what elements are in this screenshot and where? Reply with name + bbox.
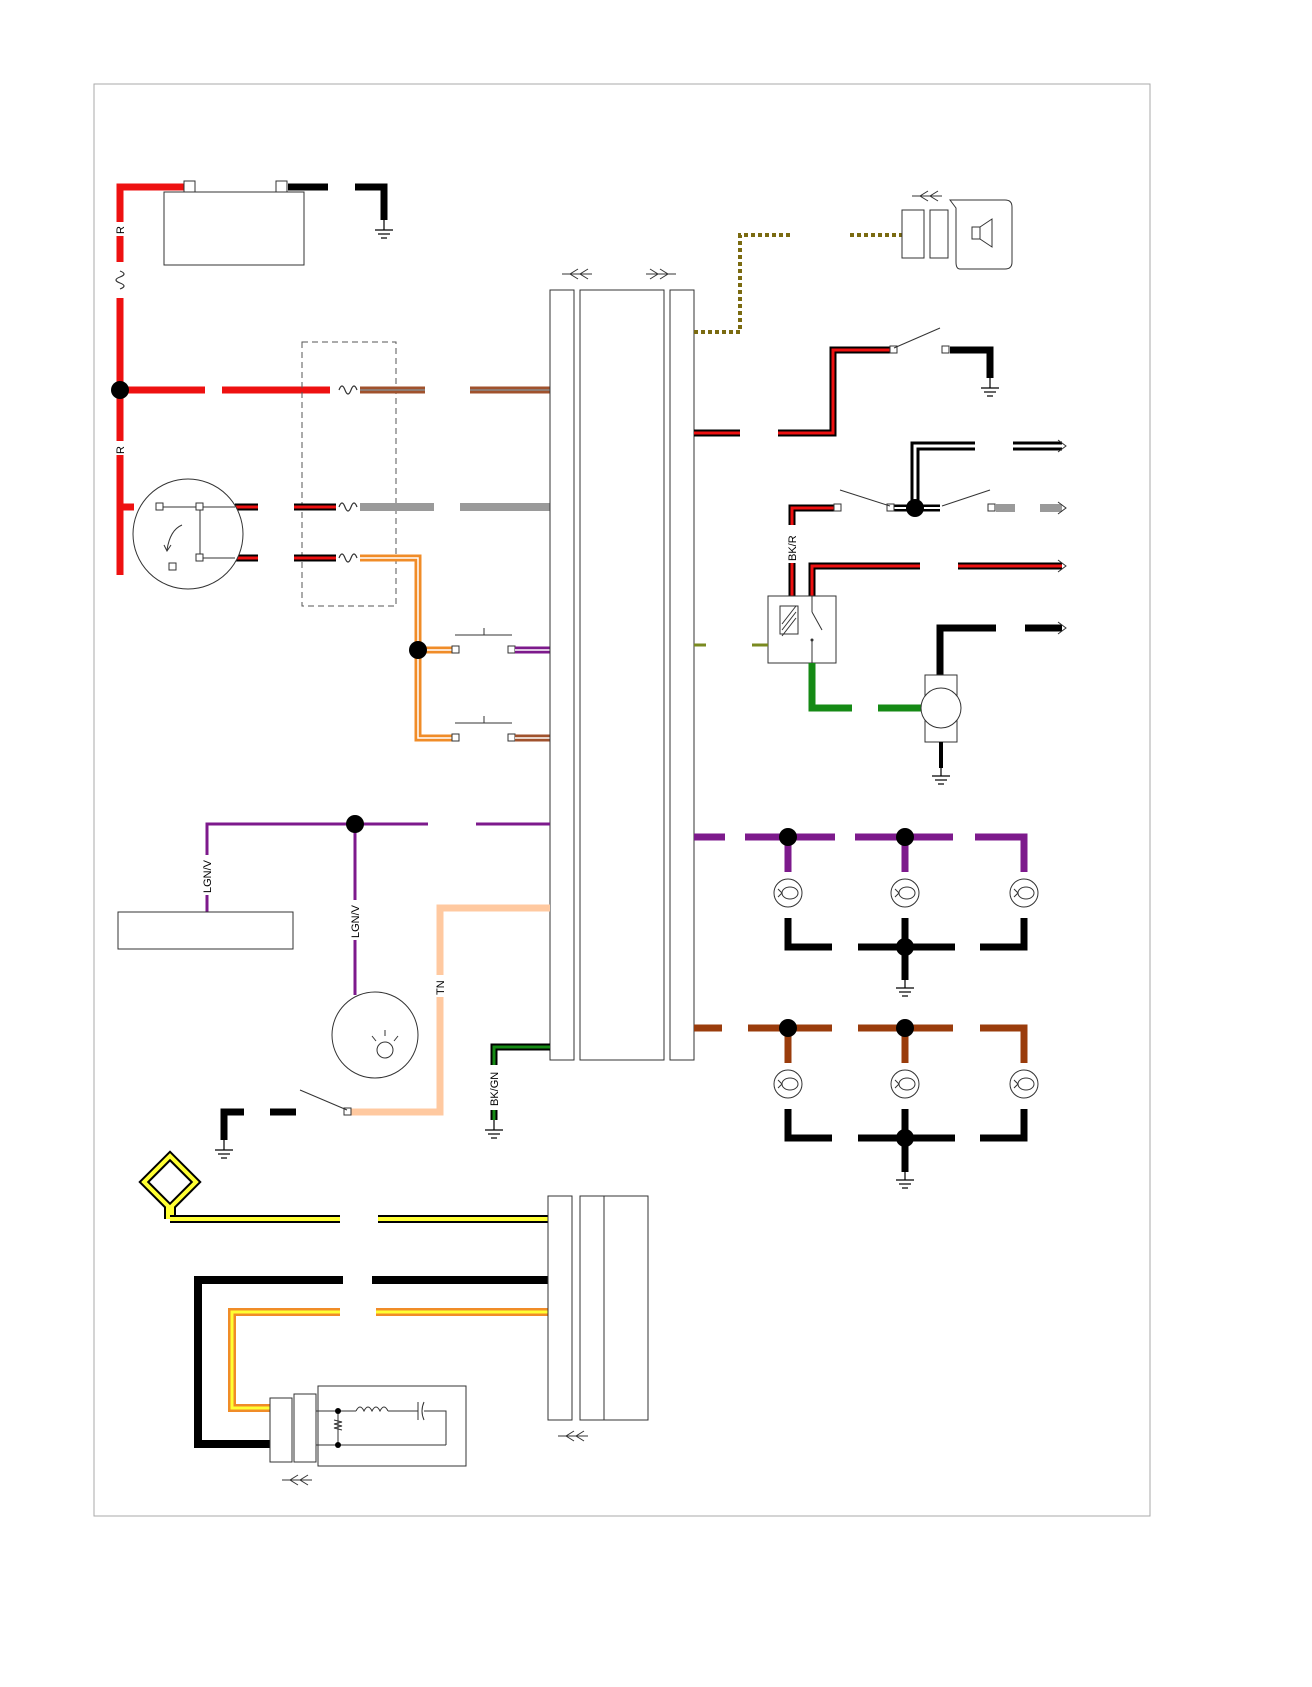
- ground-icon: [214, 1139, 234, 1159]
- junction-dot: [409, 641, 427, 659]
- lamp-icon: [1009, 878, 1039, 908]
- ignition-switch-icon: [132, 478, 244, 590]
- ground-icon: [895, 977, 915, 997]
- junction-dot: [896, 828, 914, 846]
- lamp-icon: [773, 878, 803, 908]
- battery-circuit: R R: [111, 180, 394, 575]
- connector-arrow-icon: [645, 268, 677, 280]
- connector-arrow-icon: [557, 1430, 589, 1442]
- ground-icon: [895, 1169, 915, 1189]
- connector-arrow-icon: [281, 1474, 313, 1486]
- switch-circuit-top: [694, 327, 1000, 437]
- fuse-box: [235, 341, 550, 742]
- fuse-icon: [338, 553, 358, 563]
- wire-label-bkgn: BK/GN: [489, 1072, 501, 1106]
- indicator-lamp-icon: [331, 991, 419, 1079]
- junction-dot: [896, 1129, 914, 1147]
- lamp-icon: [773, 1069, 803, 1099]
- junction-dot: [346, 815, 364, 833]
- ecu-connector: [549, 268, 695, 1061]
- connector-arrow-icon: [911, 190, 943, 202]
- lamp-bank-brown: [694, 1019, 1039, 1189]
- horn-icon: [901, 199, 1013, 270]
- wire-label-bkr: BK/R: [787, 535, 799, 561]
- lamp-bank-purple: [694, 828, 1039, 997]
- meter-box: [117, 911, 294, 950]
- ground-icon: [980, 377, 1000, 397]
- junction-dot: [896, 1019, 914, 1037]
- ground-icon: [374, 219, 394, 239]
- wire-label-lgnv-indicator: LGN/V: [350, 904, 362, 938]
- ground-icon: [484, 1119, 504, 1139]
- connector-arrow-icon: [561, 268, 593, 280]
- lamp-icon: [890, 1069, 920, 1099]
- horn-circuit: [694, 190, 1013, 334]
- wire-label-r-lower: R: [115, 446, 127, 454]
- neutral-switch-circuit: TN: [214, 904, 550, 1159]
- fuse-icon: [338, 385, 358, 395]
- push-switch: [451, 716, 550, 742]
- ecu-ground: BK/GN: [484, 1043, 550, 1139]
- wire-label-lgnv-meter: LGN/V: [202, 859, 214, 893]
- fuse-icon: [338, 502, 358, 512]
- switch-circuit-middle: [839, 439, 1067, 517]
- junction-dot: [896, 938, 914, 956]
- pickup-sensor-circuit: [138, 1150, 649, 1486]
- relay-icon: [767, 595, 837, 664]
- wire-label-r-upper: R: [115, 226, 127, 234]
- junction-dot: [111, 381, 129, 399]
- push-switch: [451, 628, 550, 654]
- battery-icon: [163, 191, 305, 266]
- meter-circuit: LGN/V LGN/V: [117, 815, 550, 1079]
- junction-dot: [779, 828, 797, 846]
- lamp-icon: [890, 878, 920, 908]
- fan-motor-icon: [920, 674, 962, 743]
- page-frame: [93, 83, 1151, 1517]
- lamp-icon: [1009, 1069, 1039, 1099]
- junction-dot: [906, 499, 924, 517]
- fan-motor-circuit: [920, 621, 1067, 785]
- ignition-coil-icon: [269, 1385, 467, 1467]
- junction-dot: [779, 1019, 797, 1037]
- ground-icon: [931, 765, 951, 785]
- wire-label-tn: TN: [435, 980, 447, 995]
- relay-circuit: BK/R: [694, 503, 1067, 712]
